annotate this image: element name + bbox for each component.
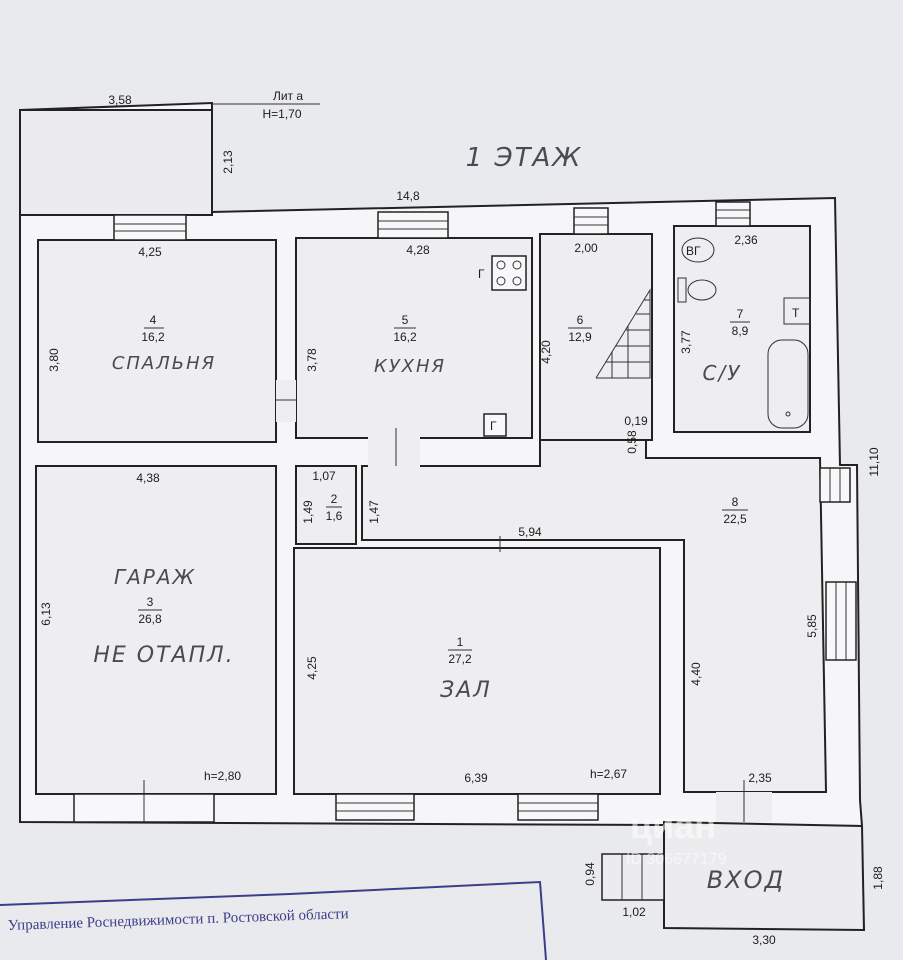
room-3-name: ГАРАЖ (114, 565, 196, 589)
room-6-area: 12,9 (568, 330, 592, 344)
dimension-label: 4,38 (136, 471, 160, 485)
watermark-id: ID 306677179 (626, 851, 727, 868)
room-3-number: 3 (147, 595, 154, 609)
room-5-number: 5 (402, 313, 409, 327)
registry-stamp: Управление Роснедвижимости п. Ростовской… (0, 880, 547, 960)
annex-height: Н=1,70 (262, 107, 301, 121)
dimension-label: 14,8 (396, 189, 420, 203)
dimension-label: 1,07 (312, 469, 336, 483)
dimension-label: 0,94 (583, 862, 597, 886)
dimension-label: 0,58 (625, 430, 639, 454)
room-labels: 4 16,2 СПАЛЬНЯ 5 16,2 КУХНЯ 6 12,9 7 8,9… (93, 307, 750, 783)
room-7-name: С/У (703, 361, 742, 385)
dimension-label: 3,58 (108, 93, 132, 107)
wc-fixtures (677, 237, 811, 429)
dimension-label: 1,49 (301, 500, 315, 524)
room-1-number: 1 (457, 635, 464, 649)
dimension-label: 2,36 (734, 233, 758, 247)
room-1-height: h=2,67 (590, 767, 627, 781)
room-2-number: 2 (331, 492, 338, 506)
dimension-label: 3,77 (679, 330, 693, 354)
room-3-note: НЕ ОТАПЛ. (93, 643, 234, 668)
dimension-label: 2,13 (221, 150, 235, 174)
room-bedroom (37, 239, 277, 443)
toilet-symbol: Т (792, 306, 800, 320)
room-pantry (295, 465, 357, 545)
stove-label: Г (478, 267, 485, 281)
room-4-name: СПАЛЬНЯ (112, 353, 216, 374)
floor-title: 1 ЭТАЖ (466, 143, 583, 173)
room-1-name: ЗАЛ (440, 678, 492, 703)
dimension-label: 5,94 (518, 525, 542, 539)
room-3-height: h=2,80 (204, 769, 241, 783)
room-1-area: 27,2 (448, 652, 472, 666)
dimension-label: 6,39 (464, 771, 488, 785)
dimension-label: 2,35 (748, 771, 772, 785)
dimension-label: 3,30 (752, 933, 776, 947)
dimension-label: 4,20 (539, 340, 553, 364)
boiler-icon (483, 413, 507, 437)
room-6-number: 6 (577, 313, 584, 327)
gas-stove-icon (491, 255, 527, 291)
doors (276, 380, 772, 822)
room-5-name: КУХНЯ (374, 356, 446, 377)
room-garage (35, 465, 277, 795)
room-4-number: 4 (150, 313, 157, 327)
dimension-label: 5,85 (805, 614, 819, 638)
annex-lit-a (19, 109, 213, 216)
porch-label: ВХОД (707, 866, 786, 894)
dimension-label: 4,25 (305, 656, 319, 680)
room-7-area: 8,9 (732, 324, 749, 338)
dimension-label: 0,19 (624, 414, 648, 428)
entry-steps (601, 853, 665, 901)
dimension-label: 3,80 (47, 348, 61, 372)
dimension-label: 4,28 (406, 243, 430, 257)
dimension-label: 1,02 (622, 905, 646, 919)
dimension-label: 4,25 (138, 245, 162, 259)
stamp-text: Управление Роснедвижимости п. Ростовской… (8, 906, 349, 934)
dimension-label: 11,10 (867, 447, 881, 476)
gas-heater-label: ВГ (686, 244, 701, 258)
dimension-label: 2,00 (574, 241, 598, 255)
dimension-label: 4,40 (689, 662, 703, 686)
annex-label: Лит а (273, 89, 303, 103)
windows (73, 201, 857, 823)
dimension-labels: 3,58 2,13 14,8 11,10 4,25 3,80 4,28 3,78… (39, 93, 885, 947)
staircase (595, 288, 651, 379)
room-corridor (361, 439, 828, 793)
dimension-label: 6,13 (39, 602, 53, 626)
room-8-number: 8 (732, 495, 739, 509)
cian-watermark: циан ID 306677179 (626, 805, 727, 868)
room-3-area: 26,8 (138, 612, 162, 626)
dimension-label: 1,47 (367, 500, 381, 524)
watermark-brand: циан (630, 805, 716, 846)
room-stairwell (539, 233, 653, 441)
dimension-label: 3,78 (305, 348, 319, 372)
room-hall (293, 547, 661, 795)
dimension-label: 1,88 (871, 866, 885, 890)
room-7-number: 7 (737, 307, 744, 321)
room-2-area: 1,6 (326, 509, 343, 523)
boiler-label: Г (490, 419, 497, 433)
room-5-area: 16,2 (393, 330, 417, 344)
room-8-area: 22,5 (723, 512, 747, 526)
room-4-area: 16,2 (141, 330, 165, 344)
room-wc (673, 225, 811, 433)
